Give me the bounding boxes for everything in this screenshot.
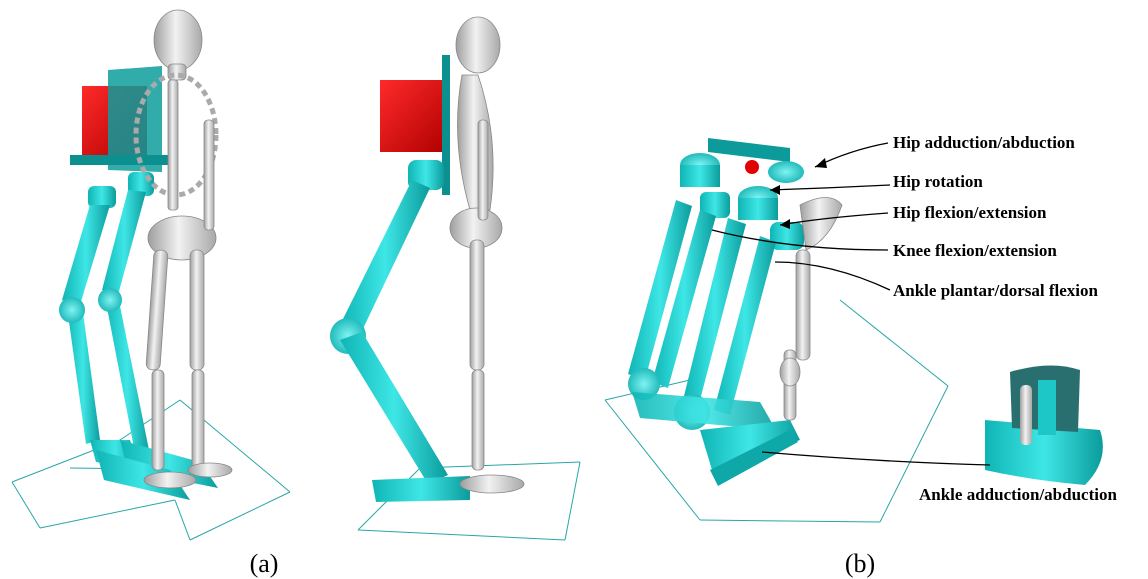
backpack-side: [380, 80, 446, 152]
label-ankle-adduction-abduction: Ankle adduction/abduction: [919, 485, 1117, 505]
label-knee-flexion-extension: Knee flexion/extension: [893, 241, 1057, 261]
exo-leg-side: [330, 180, 470, 502]
label-ankle-plantar-dorsal-flexion: Ankle plantar/dorsal flexion: [893, 281, 1098, 301]
hip-frame: [708, 138, 790, 162]
label-hip-flexion-extension: Hip flexion/extension: [893, 203, 1046, 223]
label-hip-adduction-abduction: Hip adduction/abduction: [893, 133, 1075, 153]
label-hip-rotation: Hip rotation: [893, 172, 983, 192]
caption-b: (b): [845, 549, 875, 578]
ankle-inset: [985, 365, 1103, 485]
skeleton-side: [450, 17, 524, 493]
hip-belt: [70, 155, 175, 165]
caption-a: (a): [250, 549, 279, 578]
panel-a-front-view: [12, 10, 290, 540]
panel-a-side-view: (a): [250, 17, 580, 578]
